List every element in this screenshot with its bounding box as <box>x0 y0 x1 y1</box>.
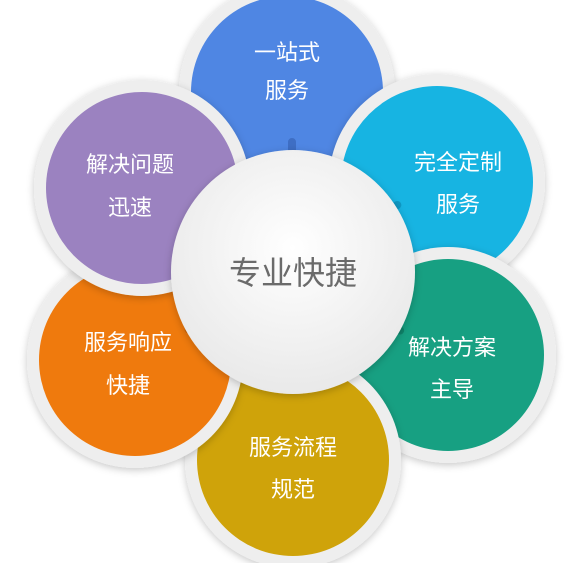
petal-line2: 迅速 <box>108 196 152 221</box>
petal-line1: 服务响应 <box>84 331 172 356</box>
petal-process: 服务流程 规范 <box>185 352 401 563</box>
petal-line2: 服务 <box>436 193 480 218</box>
petal-line2: 快捷 <box>106 374 150 399</box>
petal-line2: 规范 <box>271 478 315 503</box>
petal-line2: 主导 <box>430 378 474 403</box>
center-hub: 专业快捷 <box>171 150 415 394</box>
petal-line1: 解决问题 <box>86 153 174 178</box>
petal-line1: 完全定制 <box>414 151 502 176</box>
petal-line1: 一站式 <box>254 41 320 66</box>
petal-line1: 解决方案 <box>408 336 496 361</box>
center-label: 专业快捷 <box>229 254 357 292</box>
center-disc <box>171 150 415 394</box>
petal-line2: 服务 <box>265 79 309 104</box>
petal-disc <box>197 364 389 556</box>
petal-line1: 服务流程 <box>249 436 337 461</box>
